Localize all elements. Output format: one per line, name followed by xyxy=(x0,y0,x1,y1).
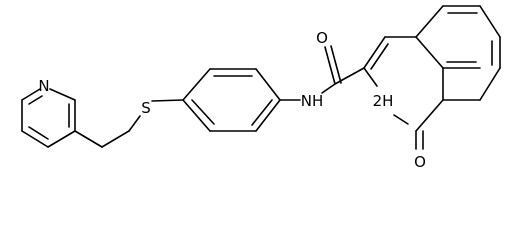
molecule-diagram: N S NH O 2H O xyxy=(21,5,501,171)
phenyl-ring xyxy=(182,68,281,132)
amide-oxygen-label: O xyxy=(316,29,328,47)
isoquinolinone-ring xyxy=(363,5,501,150)
molecule-structure: N S NH O 2H O xyxy=(21,5,501,171)
ring-oxygen-label: O xyxy=(414,153,426,171)
thioether-linker xyxy=(74,99,184,148)
ring-nh-label: 2H xyxy=(373,92,394,110)
pyridine-ring xyxy=(21,88,76,148)
amide-nh-label: NH xyxy=(301,92,324,110)
atom-labels: N S NH O 2H O xyxy=(38,29,426,171)
pyridine-nitrogen-label: N xyxy=(38,77,49,95)
sulfur-label: S xyxy=(141,99,151,117)
amide-linkage xyxy=(279,45,365,101)
